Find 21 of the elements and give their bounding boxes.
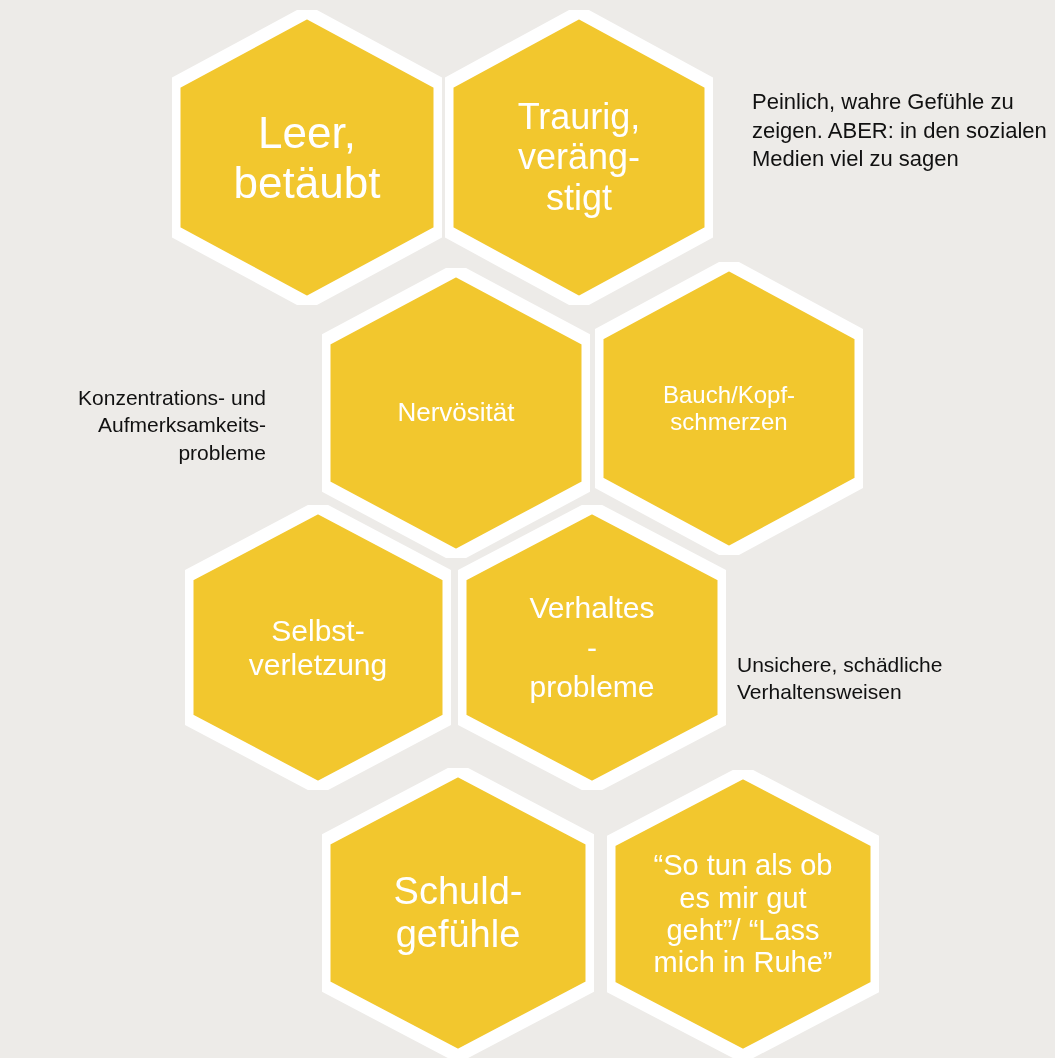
hexagon-label: Bauch/Kopf- schmerzen <box>661 381 797 436</box>
hexagon-label: probleme <box>529 670 655 704</box>
hexagon-label: - <box>587 630 597 665</box>
hexagon-label: Traurig, veräng- stigt <box>516 97 642 218</box>
side-note: Konzentrations- und Aufmerksamkeits- probleme <box>77 385 266 466</box>
side-note: Peinlich, wahre Gefühle zu zeigen. ABER: in den sozialen Medien viel zu sagen <box>752 88 1048 174</box>
hexagon <box>172 10 442 305</box>
hexagon <box>185 505 451 790</box>
hexagon <box>445 10 713 305</box>
hexagon-label: Verhaltes <box>529 591 655 625</box>
hexagon-label: Schuld- gefühle <box>392 870 524 956</box>
hexagon <box>322 268 590 558</box>
side-note: Unsichere, schädliche Verhaltensweisen <box>737 652 944 706</box>
hexagon <box>595 262 863 555</box>
hexagon-label: “So tun als ob es mir gut geht”/ “Lass mich in Ruhe” <box>652 849 834 979</box>
hexagon-label: Selbst- verletzung <box>247 613 389 682</box>
hexagon <box>607 770 879 1058</box>
hexagon <box>322 768 594 1058</box>
hexagon-label: Nervösität <box>397 398 515 428</box>
hexagon <box>458 505 726 790</box>
hexagon-label: Leer, betäubt <box>232 108 382 207</box>
